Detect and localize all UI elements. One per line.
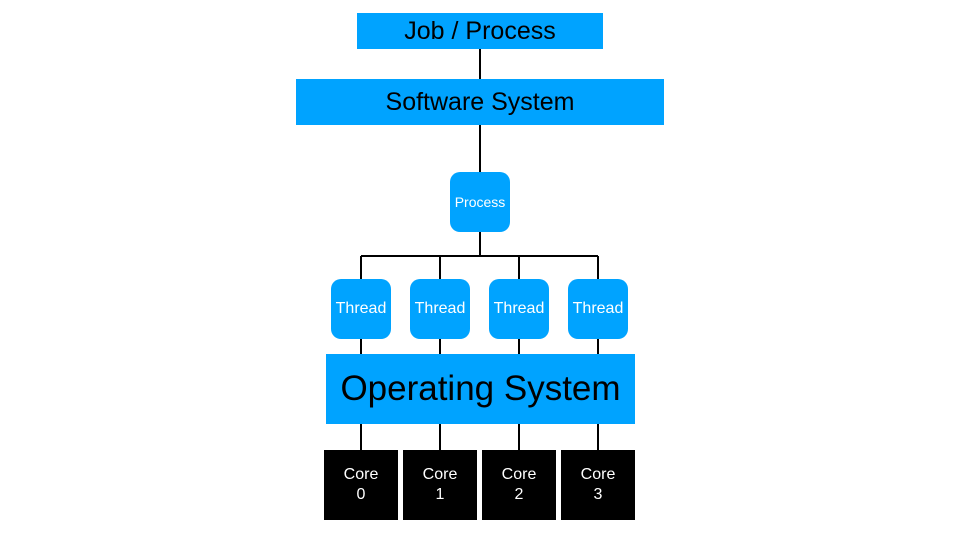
thread-node: Thread — [410, 279, 470, 339]
core-index: 1 — [435, 486, 445, 503]
cpu-core-box: Core 3 — [561, 450, 635, 520]
software-system-box: Software System — [296, 79, 664, 125]
core-index: 3 — [593, 486, 603, 503]
core-name: Core — [580, 466, 616, 483]
cpu-core-box: Core 2 — [482, 450, 556, 520]
core-index: 0 — [356, 486, 366, 503]
cpu-core-box: Core 1 — [403, 450, 477, 520]
process-node: Process — [450, 172, 510, 232]
core-name: Core — [343, 466, 379, 483]
thread-node: Thread — [331, 279, 391, 339]
process-label: Process — [454, 194, 506, 210]
software-system-label: Software System — [385, 87, 575, 116]
thread-node: Thread — [489, 279, 549, 339]
thread-label: Thread — [335, 300, 387, 317]
core-name: Core — [501, 466, 537, 483]
thread-label: Thread — [414, 300, 466, 317]
thread-node: Thread — [568, 279, 628, 339]
job-process-label: Job / Process — [404, 16, 556, 45]
operating-system-label: Operating System — [340, 369, 621, 408]
job-process-box: Job / Process — [357, 13, 603, 49]
thread-label: Thread — [572, 300, 624, 317]
operating-system-box: Operating System — [326, 354, 635, 424]
core-name: Core — [422, 466, 458, 483]
cpu-core-box: Core 0 — [324, 450, 398, 520]
thread-label: Thread — [493, 300, 545, 317]
core-index: 2 — [514, 486, 524, 503]
